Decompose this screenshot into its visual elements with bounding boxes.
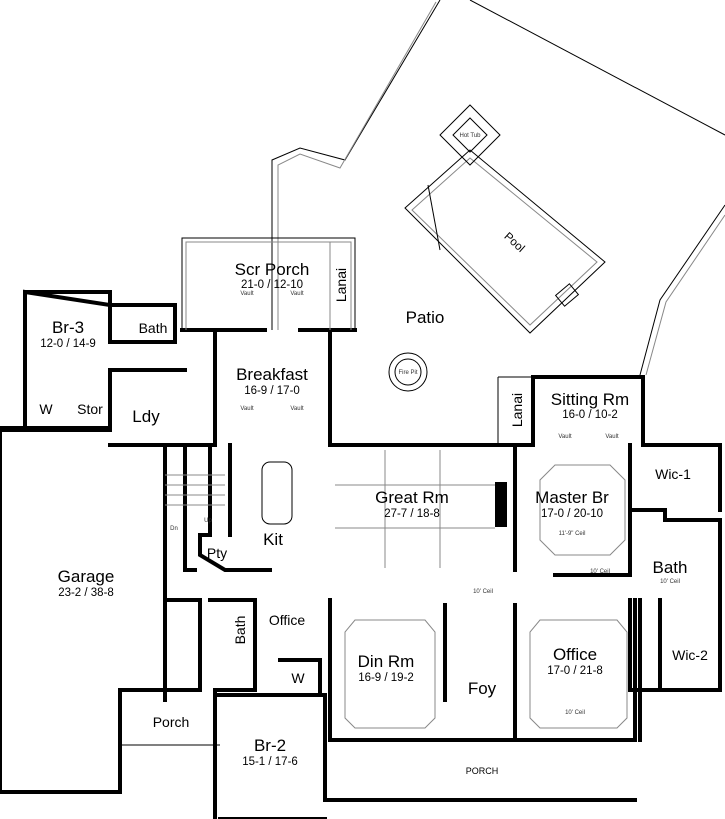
room-label: Office bbox=[553, 645, 597, 664]
room-label: Vault bbox=[605, 434, 619, 440]
room-label: Kit bbox=[263, 530, 283, 549]
room-label: 10' Ceil bbox=[473, 589, 493, 595]
room-label: Dn bbox=[170, 526, 178, 532]
room-label: Bath bbox=[232, 616, 248, 645]
room-label: Fire Pit bbox=[398, 370, 417, 376]
room-label: Scr Porch bbox=[235, 260, 310, 279]
room-label: 11'-9" Ceil bbox=[559, 531, 586, 537]
room-label: 17-0 / 20-10 bbox=[541, 508, 603, 520]
room-label: Din Rm bbox=[358, 652, 415, 671]
room-label: 10' Ceil bbox=[565, 710, 585, 716]
room-label: Ldy bbox=[132, 407, 160, 426]
room-label: Stor bbox=[77, 401, 103, 417]
room-label: Garage bbox=[58, 567, 115, 586]
stairs: Dn Up bbox=[165, 474, 225, 532]
room-label: Vault bbox=[558, 434, 572, 440]
room-label: W bbox=[291, 670, 305, 686]
room-label: Great Rm bbox=[375, 488, 449, 507]
room-label: Vault bbox=[290, 406, 304, 412]
room-label: W bbox=[39, 401, 53, 417]
room-label: 10' Ceil bbox=[590, 569, 610, 575]
room-label: PORCH bbox=[466, 766, 499, 776]
room-label: Up bbox=[204, 518, 212, 524]
room-label: Patio bbox=[406, 308, 445, 327]
room-label: 27-7 / 18-8 bbox=[384, 508, 440, 520]
master-tray-ceiling bbox=[539, 464, 626, 556]
room-label: Office bbox=[269, 612, 306, 628]
room-label: Bath bbox=[653, 558, 688, 577]
room-label: Lanai bbox=[509, 393, 525, 427]
room-label: Wic-1 bbox=[655, 466, 691, 482]
room-label: 23-2 / 38-8 bbox=[58, 587, 114, 599]
kitchen-island bbox=[261, 461, 293, 525]
room-labels: Br-3 12-0 / 14-9 Bath W Stor Ldy Scr Por… bbox=[39, 260, 708, 776]
dining-tray-ceiling bbox=[344, 619, 436, 729]
walls bbox=[0, 237, 722, 819]
room-label: 12-0 / 14-9 bbox=[40, 338, 96, 350]
room-label: Vault bbox=[240, 291, 254, 297]
patio-outline bbox=[271, 0, 725, 376]
pool: Pool bbox=[404, 149, 606, 334]
great-room-grid bbox=[335, 450, 507, 568]
room-label: Pty bbox=[207, 545, 227, 561]
room-label: 16-9 / 17-0 bbox=[244, 385, 300, 397]
room-label: Vault bbox=[290, 291, 304, 297]
room-label: 17-0 / 21-8 bbox=[547, 665, 603, 677]
room-label: Foy bbox=[468, 679, 497, 698]
room-label: 15-1 / 17-6 bbox=[242, 756, 298, 768]
room-label: 21-0 / 12-10 bbox=[241, 279, 303, 291]
room-label: Sitting Rm bbox=[551, 390, 629, 409]
br3-label: Br-3 bbox=[52, 318, 84, 337]
room-label: Bath bbox=[139, 320, 168, 336]
fire-pit: Fire Pit bbox=[388, 352, 428, 392]
room-label: Master Br bbox=[535, 488, 609, 507]
office-tray-ceiling bbox=[529, 619, 628, 729]
pool-label: Pool bbox=[501, 231, 526, 255]
room-label: Wic-2 bbox=[672, 647, 708, 663]
room-label: 16-9 / 19-2 bbox=[358, 672, 414, 684]
room-label: Breakfast bbox=[236, 365, 308, 384]
room-label: 10' Ceil bbox=[660, 579, 680, 585]
room-label: Vault bbox=[240, 406, 254, 412]
room-label: Br-2 bbox=[254, 736, 286, 755]
room-label: 16-0 / 10-2 bbox=[562, 409, 618, 421]
room-label: Hot Tub bbox=[459, 133, 481, 139]
hot-tub: Hot Tub bbox=[439, 104, 501, 166]
room-label: Lanai bbox=[333, 268, 349, 302]
room-label: Porch bbox=[153, 714, 190, 730]
